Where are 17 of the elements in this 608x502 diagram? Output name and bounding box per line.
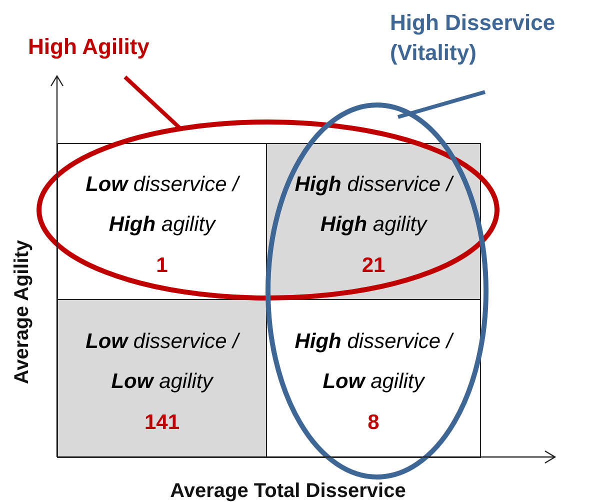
axis-title: Average Total Disservice: [170, 479, 406, 502]
callout-label: High Agility: [28, 32, 198, 62]
callout-label: High Disservice (Vitality): [390, 8, 605, 68]
quadrant-description: Low disservice / High agility: [84, 172, 242, 238]
count-value: 1: [156, 252, 168, 278]
quadrant-description: Low disservice / Low agility: [84, 328, 242, 394]
quadrant-cell: [57, 299, 267, 458]
axis-title: Average Agility: [10, 240, 34, 384]
count-value: 8: [368, 410, 380, 436]
quadrant-cell: [266, 143, 481, 300]
leader-line: [397, 90, 486, 119]
quadrant-description: High disservice / High agility: [294, 172, 455, 238]
count-value: 141: [144, 410, 180, 436]
count-value: 21: [362, 252, 386, 278]
quadrant-description: High disservice / Low agility: [294, 328, 455, 394]
highlight-ellipse: [265, 102, 489, 480]
highlight-ellipse: [36, 119, 500, 301]
